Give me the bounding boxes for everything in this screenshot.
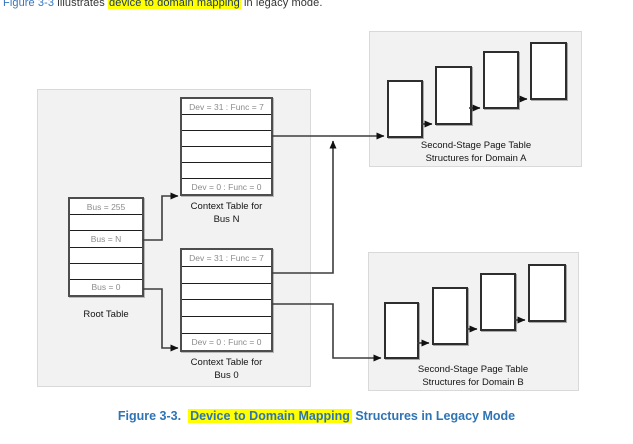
page-table-box <box>530 42 567 100</box>
root-table: Bus = 255 Bus = N Bus = 0 <box>68 197 144 297</box>
page-table-box <box>480 273 516 331</box>
table-cell <box>182 115 271 131</box>
page-table-box <box>483 51 519 109</box>
root-table-label: Root Table <box>83 309 129 320</box>
intro-text-before: illustrates <box>54 0 109 9</box>
caption-number: Figure 3-3. <box>117 409 182 423</box>
context-table-bus-n: Dev = 31 : Func = 7 Dev = 0 : Func = 0 <box>180 97 273 196</box>
page-table-box <box>432 287 468 345</box>
table-cell <box>182 284 271 301</box>
label-line: Structures for Domain B <box>422 376 524 388</box>
intro-sentence: Figure 3-3 illustrates device to domain … <box>3 0 323 9</box>
label-line: Second-Stage Page Table <box>420 140 532 151</box>
label-line: Context Table for <box>190 201 263 212</box>
context-table-bus-n-label: Context Table for Bus N <box>176 201 277 226</box>
label-line: Context Table for <box>190 357 263 368</box>
caption-highlight: Device to Domain Mapping <box>188 409 352 423</box>
table-cell <box>182 147 271 163</box>
context-table-bus-0-label: Context Table for Bus 0 <box>176 357 277 382</box>
intro-text-after: in legacy mode. <box>240 0 323 9</box>
label-line: Bus N <box>213 213 240 225</box>
context-table-bus-0: Dev = 31 : Func = 7 Dev = 0 : Func = 0 <box>180 248 273 352</box>
figure-3-3-link[interactable]: Figure 3-3 <box>3 0 55 9</box>
table-cell: Bus = N <box>70 231 142 248</box>
table-cell: Dev = 0 : Func = 0 <box>191 181 262 192</box>
page-table-box <box>387 80 423 138</box>
page-table-box <box>435 66 472 125</box>
page-table-box <box>528 264 566 322</box>
table-cell: Dev = 31 : Func = 7 <box>182 99 271 115</box>
table-cell <box>182 131 271 147</box>
table-cell: Bus = 255 <box>70 199 142 216</box>
label-line: Structures for Domain A <box>425 152 527 164</box>
table-cell <box>70 248 142 264</box>
table-cell <box>70 215 142 232</box>
table-cell: Dev = 0 : Func = 0 <box>191 337 262 348</box>
caption-suffix: Structures in Legacy Mode <box>351 409 516 423</box>
table-cell <box>182 317 271 335</box>
table-cell: Bus = 0 <box>91 282 121 293</box>
figure-caption: Figure 3-3. Device to Domain Mapping Stru… <box>0 409 633 423</box>
domain-b-label: Second-Stage Page Table Structures for D… <box>393 364 553 389</box>
table-cell <box>182 267 271 284</box>
table-cell: Dev = 31 : Func = 7 <box>182 250 271 267</box>
label-line: Second-Stage Page Table <box>417 364 529 375</box>
intro-highlight: device to domain mapping <box>108 0 241 9</box>
table-cell <box>182 300 271 318</box>
table-cell <box>70 264 142 280</box>
page-table-box <box>384 302 419 359</box>
table-cell <box>182 163 271 179</box>
label-line: Bus 0 <box>214 369 239 381</box>
domain-a-label: Second-Stage Page Table Structures for D… <box>396 140 556 165</box>
